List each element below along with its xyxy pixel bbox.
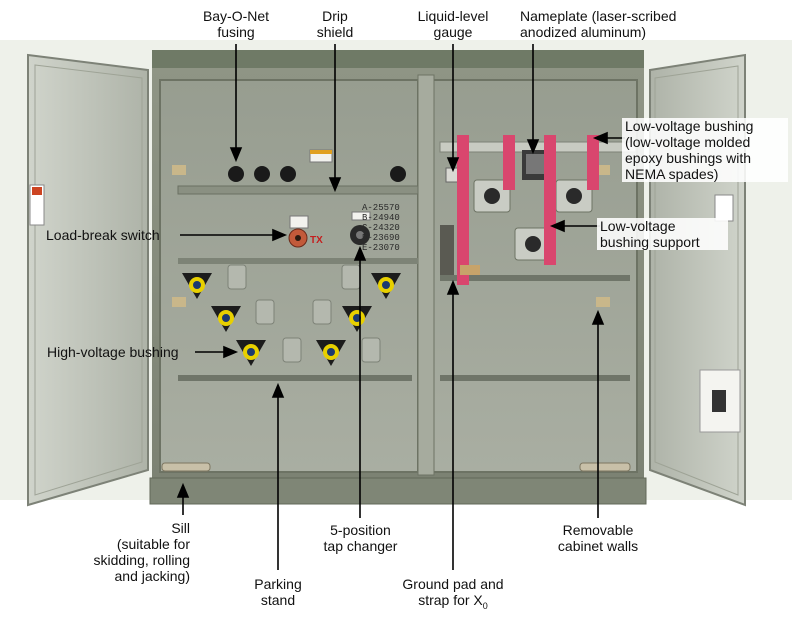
leader-lines [176, 44, 625, 570]
tap-positions-e: E-23070 [362, 243, 400, 253]
bay-o-net-fuses [228, 149, 406, 182]
tap-positions-d: D-23690 [362, 233, 400, 243]
label-tap-changer: 5-position tap changer [323, 522, 398, 554]
label-high-voltage-bushing: High-voltage bushing [47, 344, 179, 360]
label-low-voltage-bushing-support: Low-voltage bushing support [597, 218, 728, 250]
tap-positions-a: A-25570 [362, 203, 400, 213]
label-nameplate: Nameplate (laser-scribed anodized alumin… [520, 8, 677, 40]
left-door [27, 53, 149, 507]
tap-changer [350, 211, 371, 245]
switch-marker: TX [310, 235, 323, 246]
label-drip-shield: Drip shield [316, 8, 354, 40]
label-load-break-switch: Load-break switch [46, 227, 160, 243]
tap-positions-b: B-24940 [362, 213, 400, 223]
load-break-switch [288, 215, 309, 248]
label-removable-cabinet-walls: Removable cabinet walls [557, 522, 639, 554]
label-liquid-level-gauge: Liquid-level gauge [417, 8, 489, 40]
tap-positions-c: C-24320 [362, 223, 400, 233]
label-ground-pad-subscript: 0 [482, 600, 488, 611]
hv-bushings [182, 273, 401, 366]
label-ground-pad: Ground pad and strap for X0 [390, 576, 516, 614]
lv-side [440, 135, 599, 285]
label-ground-pad-text: Ground pad and strap for X [402, 576, 504, 608]
label-low-voltage-bushing: Low-voltage bushing (low-voltage molded … [622, 118, 788, 182]
label-sill: Sill (suitable for skidding, rolling and… [93, 520, 191, 584]
label-bay-o-net-fusing: Bay-O-Net fusing [202, 8, 270, 40]
parking-stands [227, 264, 381, 363]
label-parking-stand: Parking stand [254, 576, 302, 608]
